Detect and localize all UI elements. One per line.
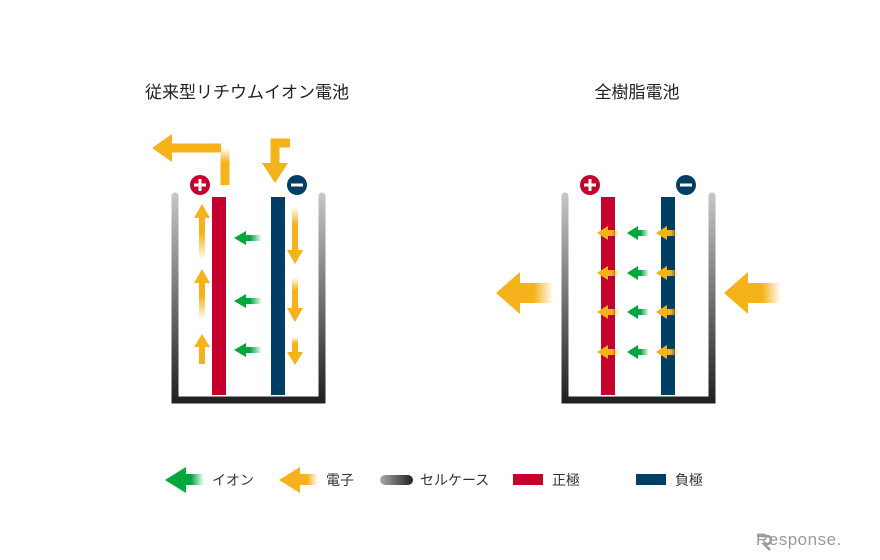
electron-arrow [656,305,678,319]
legend-negative-icon [636,474,666,485]
legend-positive-icon [513,474,543,485]
plus-icon [190,175,210,195]
positive-electrode [212,197,226,395]
electron-in-arrow [724,272,781,314]
legend-case-label: セルケース [420,473,490,489]
electron-arrow [597,305,619,319]
positive-electrode [601,197,615,395]
response-logo-icon [757,534,773,551]
ion-arrow [627,266,649,280]
legend-positive-label: 正極 [552,473,580,489]
electron-arrow [656,345,678,359]
electron-arrow [597,266,619,280]
ion-arrow [627,305,649,319]
negative-electrode [661,197,675,395]
electron-arrow [656,266,678,280]
ion-arrow [627,345,649,359]
electron-out-arrow [496,272,553,314]
minus-icon [287,175,307,195]
conventional-cell [152,134,342,404]
legend-ion-icon [165,467,204,493]
cell-case [561,192,716,404]
electron-arrows-down [287,207,303,365]
negative-electrode [271,197,285,395]
electron-arrow [656,226,678,240]
legend-negative-label: 負極 [675,473,703,489]
electron-arrow [597,226,619,240]
cell-case [171,192,326,404]
response-watermark: Response. [756,530,842,549]
legend-electron-icon [279,467,318,493]
plus-icon [580,175,600,195]
ion-arrows [234,231,262,357]
all-resin-battery-title: 全樹脂電池 [594,83,680,103]
minus-icon [676,175,696,195]
legend-electron-label: 電子 [326,473,354,489]
conventional-battery-title: 従来型リチウムイオン電池 [145,83,349,103]
legend-ion-label: イオン [212,473,254,489]
row-arrows [597,226,678,359]
electron-arrow [597,345,619,359]
electron-arrows-up [194,204,210,364]
ion-arrow [627,226,649,240]
all-resin-cell [496,175,781,404]
electron-in-arrow [270,138,290,165]
legend-case-icon [380,475,413,485]
